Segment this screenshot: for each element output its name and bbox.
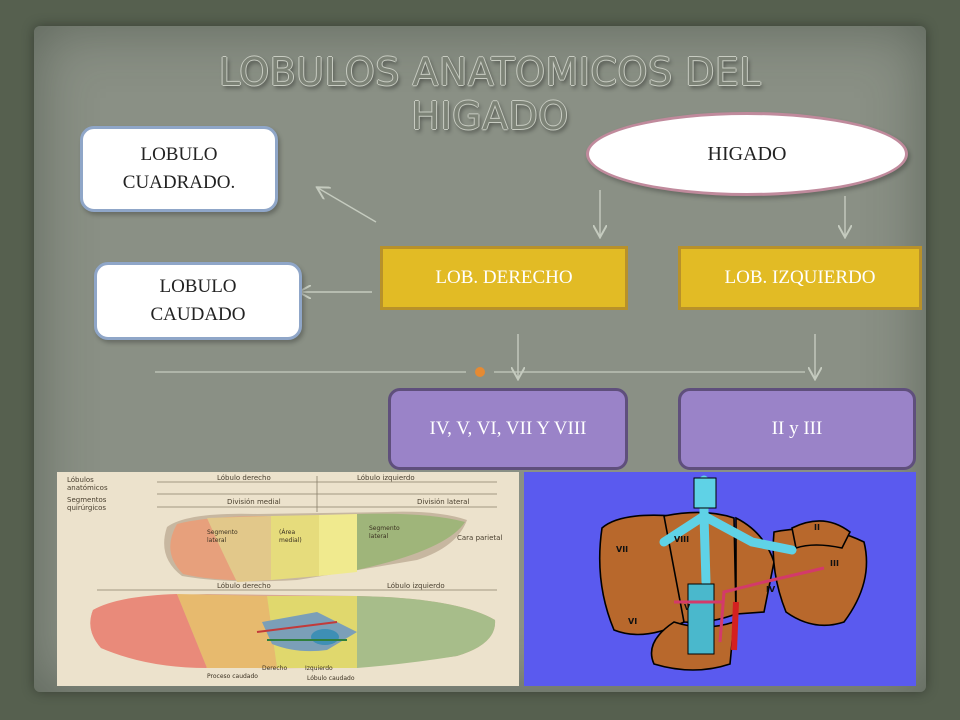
node-lob-derecho: LOB. DERECHO	[380, 246, 628, 310]
node-segmentos-izquierdo-label: II y III	[771, 418, 823, 439]
node-segmentos-izquierdo: II y III	[678, 388, 916, 470]
node-lobulo-cuadrado-label: LOBULO CUADRADO.	[122, 144, 236, 193]
node-lob-izquierdo: LOB. IZQUIERDO	[678, 246, 922, 310]
page-title: LOBULOS ANATOMICOS DEL HIGADO	[218, 50, 762, 138]
segment-label-viii: VIII	[674, 535, 689, 544]
node-lob-izquierdo-label: LOB. IZQUIERDO	[724, 267, 876, 288]
node-lobulo-caudado: LOBULO CAUDADO	[94, 262, 302, 340]
svg-text:Segmentos: Segmentos	[67, 496, 107, 504]
label-derecho: Derecho	[262, 665, 287, 672]
label-division-medial: División medial	[227, 498, 281, 506]
svg-text:medial): medial)	[279, 537, 302, 544]
segment-label-iv: IV	[766, 585, 776, 594]
liver-vessels-illustration: VIII VII VI V IV III II	[524, 472, 916, 686]
divider-dot	[475, 367, 485, 377]
svg-text:lateral: lateral	[369, 533, 389, 540]
node-lobulo-cuadrado: LOBULO CUADRADO.	[80, 126, 278, 212]
svg-text:quirúrgicos: quirúrgicos	[67, 504, 106, 512]
svg-text:Segmento: Segmento	[207, 529, 238, 536]
label-cara-parietal: Cara parietal	[457, 534, 502, 542]
node-lobulo-caudado-label: LOBULO CAUDADO	[150, 276, 246, 325]
label-proceso-caudado: Proceso caudado	[207, 673, 258, 680]
arrow-derecho-to-cuadrado	[318, 188, 377, 223]
svg-text:Lóbulo derecho: Lóbulo derecho	[217, 582, 271, 590]
node-segmentos-derecho: IV, V, VI, VII Y VIII	[388, 388, 628, 470]
segment-label-iii: III	[830, 559, 839, 568]
label-izquierdo: Izquierdo	[305, 665, 333, 672]
svg-text:Segmento: Segmento	[369, 525, 400, 532]
svg-text:lateral: lateral	[207, 537, 227, 544]
svg-text:(Área: (Área	[279, 529, 295, 536]
label-lobulo-izquierdo-top: Lóbulo izquierdo	[357, 474, 415, 482]
segment-label-vi: VI	[628, 617, 637, 626]
label-division-lateral: División lateral	[417, 498, 469, 506]
liver-segments-textbook-image: Lóbulos anatómicos Segmentos quirúrgicos…	[57, 472, 519, 686]
segment-label-vii: VII	[616, 545, 628, 554]
node-higado-label: HIGADO	[707, 142, 787, 165]
svg-text:anatómicos: anatómicos	[67, 484, 108, 492]
svg-text:Lóbulos: Lóbulos	[67, 476, 94, 484]
node-higado: HIGADO	[586, 112, 908, 196]
svg-text:Lóbulo izquierdo: Lóbulo izquierdo	[387, 582, 445, 590]
label-lobulo-caudado: Lóbulo caudado	[307, 675, 355, 682]
liver-segments-illustration: Lóbulos anatómicos Segmentos quirúrgicos…	[57, 472, 519, 686]
node-segmentos-derecho-label: IV, V, VI, VII Y VIII	[429, 418, 587, 439]
liver-vessels-image: VIII VII VI V IV III II	[524, 472, 916, 686]
segment-label-ii: II	[814, 523, 820, 532]
node-lob-derecho-label: LOB. DERECHO	[435, 267, 573, 288]
label-lobulo-derecho-top: Lóbulo derecho	[217, 474, 271, 482]
segment-label-v: V	[684, 603, 691, 612]
